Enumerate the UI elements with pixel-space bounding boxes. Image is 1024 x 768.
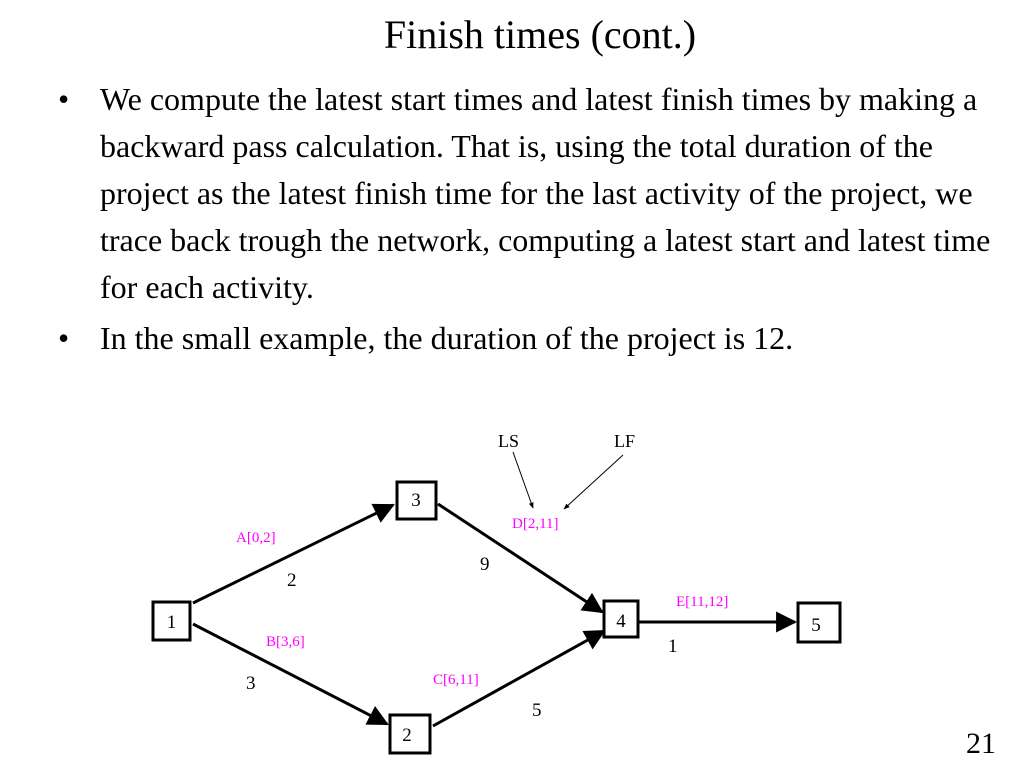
duration-a: 2 bbox=[287, 570, 297, 591]
node-5: 5 bbox=[796, 601, 842, 644]
lf-annotation: LF bbox=[614, 431, 635, 451]
node-3: 3 bbox=[395, 480, 438, 521]
activity-e-label: E[11,12] bbox=[676, 594, 728, 610]
duration-c: 5 bbox=[532, 700, 542, 721]
bullet-marker: • bbox=[58, 320, 70, 356]
node-2: 2 bbox=[388, 713, 432, 755]
activity-a-label: A[0,2] bbox=[236, 530, 276, 546]
bullet-marker: • bbox=[58, 81, 70, 117]
node-3-label: 3 bbox=[411, 490, 421, 511]
node-1-label: 1 bbox=[167, 612, 177, 633]
edge-d-3-to-4 bbox=[437, 502, 604, 614]
duration-d: 9 bbox=[480, 554, 490, 575]
node-4-label: 4 bbox=[616, 611, 626, 632]
activity-c-label: C[6,11] bbox=[433, 672, 479, 688]
bullet-text: In the small example, the duration of th… bbox=[100, 320, 794, 356]
node-4: 4 bbox=[602, 599, 640, 639]
node-2-label: 2 bbox=[402, 725, 412, 746]
bullet-item: • We compute the latest start times and … bbox=[58, 76, 998, 311]
ls-pointer-arrow bbox=[512, 451, 534, 509]
bullet-list: • We compute the latest start times and … bbox=[58, 76, 998, 366]
edge-c-2-to-4 bbox=[432, 629, 606, 728]
lf-pointer-arrow bbox=[563, 454, 624, 510]
page-number: 21 bbox=[966, 727, 996, 760]
bullet-item: • In the small example, the duration of … bbox=[58, 315, 998, 362]
duration-b: 3 bbox=[246, 673, 256, 694]
bullet-text: We compute the latest start times and la… bbox=[100, 81, 991, 305]
edge-b-1-to-2 bbox=[192, 622, 389, 726]
slide-title: Finish times (cont.) bbox=[383, 12, 697, 57]
ls-annotation: LS bbox=[498, 431, 519, 451]
node-5-label: 5 bbox=[811, 615, 821, 636]
node-1: 1 bbox=[151, 600, 192, 642]
duration-e: 1 bbox=[668, 636, 678, 657]
edge-a-1-to-3 bbox=[192, 503, 395, 605]
activity-b-label: B[3,6] bbox=[266, 634, 305, 650]
activity-d-label: D[2,11] bbox=[512, 516, 559, 532]
